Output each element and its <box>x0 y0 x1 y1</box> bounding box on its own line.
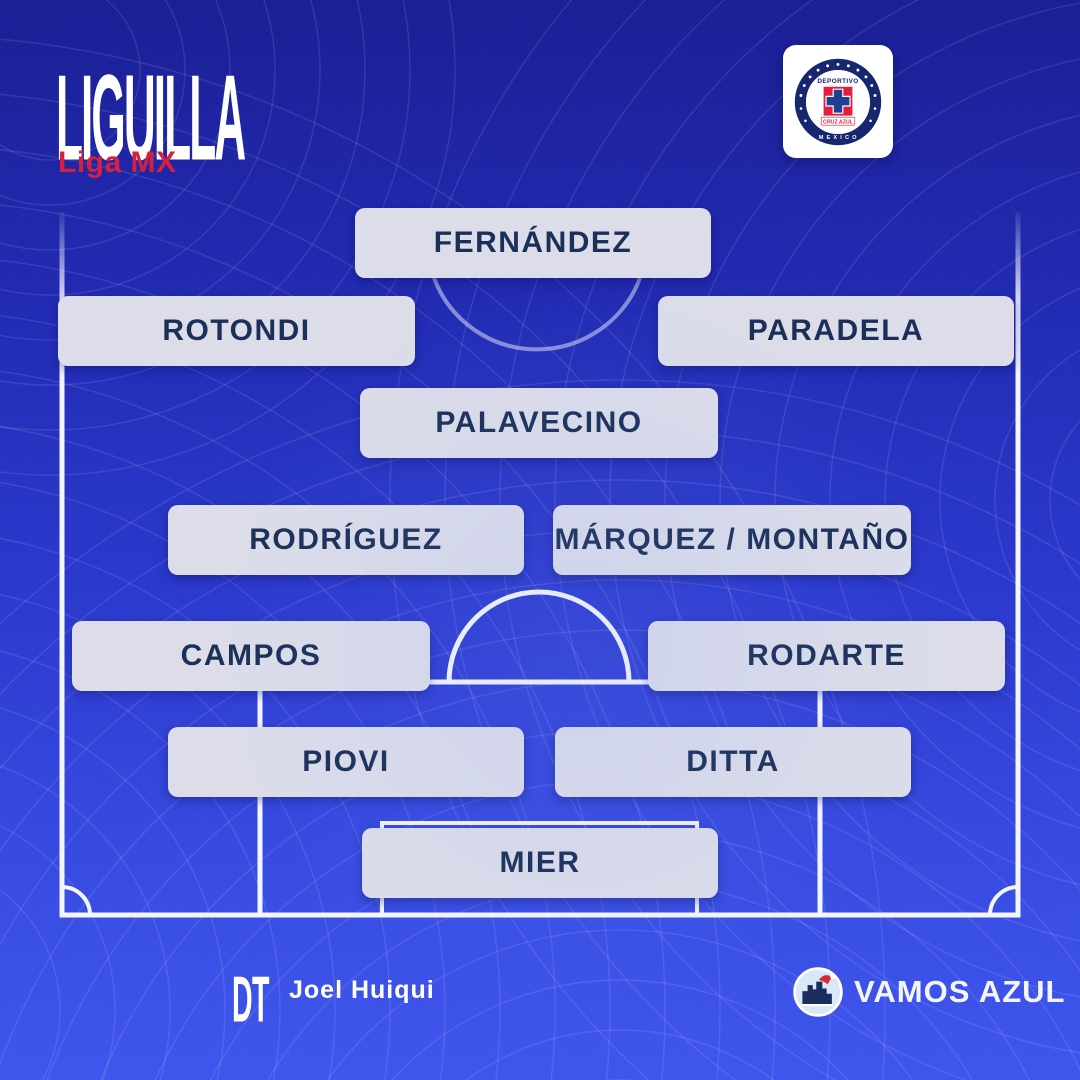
player-box-attacking-midfielder: PALAVECINO <box>360 388 718 458</box>
dt-label: DT <box>232 961 269 1036</box>
castle-silhouette <box>802 981 832 1005</box>
player-name: FERNÁNDEZ <box>433 226 633 259</box>
player-name: CAMPOS <box>180 639 322 672</box>
penalty-area <box>257 679 823 915</box>
cruz-azul-crest-icon: DEPORTIVO CRUZ AZUL M E X I C O <box>793 56 883 147</box>
player-box-goalkeeper: MIER <box>362 828 718 898</box>
player-box-centre-back-right: DITTA <box>555 727 911 797</box>
player-box-central-midfielder-right: MÁRQUEZ / MONTAÑO <box>553 505 911 575</box>
player-name: MIER <box>499 846 581 879</box>
player-box-centre-back-left: PIOVI <box>168 727 524 797</box>
corner-arc-left <box>61 885 92 916</box>
penalty-arc <box>446 589 632 683</box>
coach-name: Joel Huiqui <box>289 976 435 1004</box>
fan-brand-text: VAMOS AZUL <box>854 974 1066 1009</box>
player-name: PARADELA <box>747 314 925 347</box>
player-name: DITTA <box>686 745 780 778</box>
corner-arc-right <box>988 885 1019 916</box>
crest-stars <box>799 62 877 122</box>
vamos-azul-logo-icon <box>793 967 843 1017</box>
centre-circle-arc <box>432 277 642 352</box>
player-box-left-back: CAMPOS <box>72 621 430 691</box>
crest-banner-text: CRUZ AZUL <box>823 119 854 125</box>
player-box-right-back: RODARTE <box>648 621 1005 691</box>
player-box-right-winger: PARADELA <box>658 296 1014 366</box>
crest-cross <box>825 88 851 114</box>
club-badge-card: DEPORTIVO CRUZ AZUL M E X I C O <box>783 45 893 158</box>
player-box-forward: FERNÁNDEZ <box>355 208 711 278</box>
crest-mexico-text: M E X I C O <box>819 134 858 140</box>
player-name: MÁRQUEZ / MONTAÑO <box>554 523 910 556</box>
player-name: RODRÍGUEZ <box>249 523 443 556</box>
player-box-central-midfielder-left: RODRÍGUEZ <box>168 505 524 575</box>
santa-hat <box>818 975 832 985</box>
crest-deportivo-text: DEPORTIVO <box>817 77 858 84</box>
page-title: LIGUILLA <box>56 51 246 187</box>
player-name: RODARTE <box>747 639 906 672</box>
player-name: ROTONDI <box>162 314 311 347</box>
fan-brand: VAMOS AZUL <box>792 965 1066 1019</box>
player-name: PIOVI <box>302 745 390 778</box>
page-subtitle: Liga MX <box>58 146 177 179</box>
player-name: PALAVECINO <box>435 406 643 439</box>
player-box-left-winger: ROTONDI <box>58 296 415 366</box>
